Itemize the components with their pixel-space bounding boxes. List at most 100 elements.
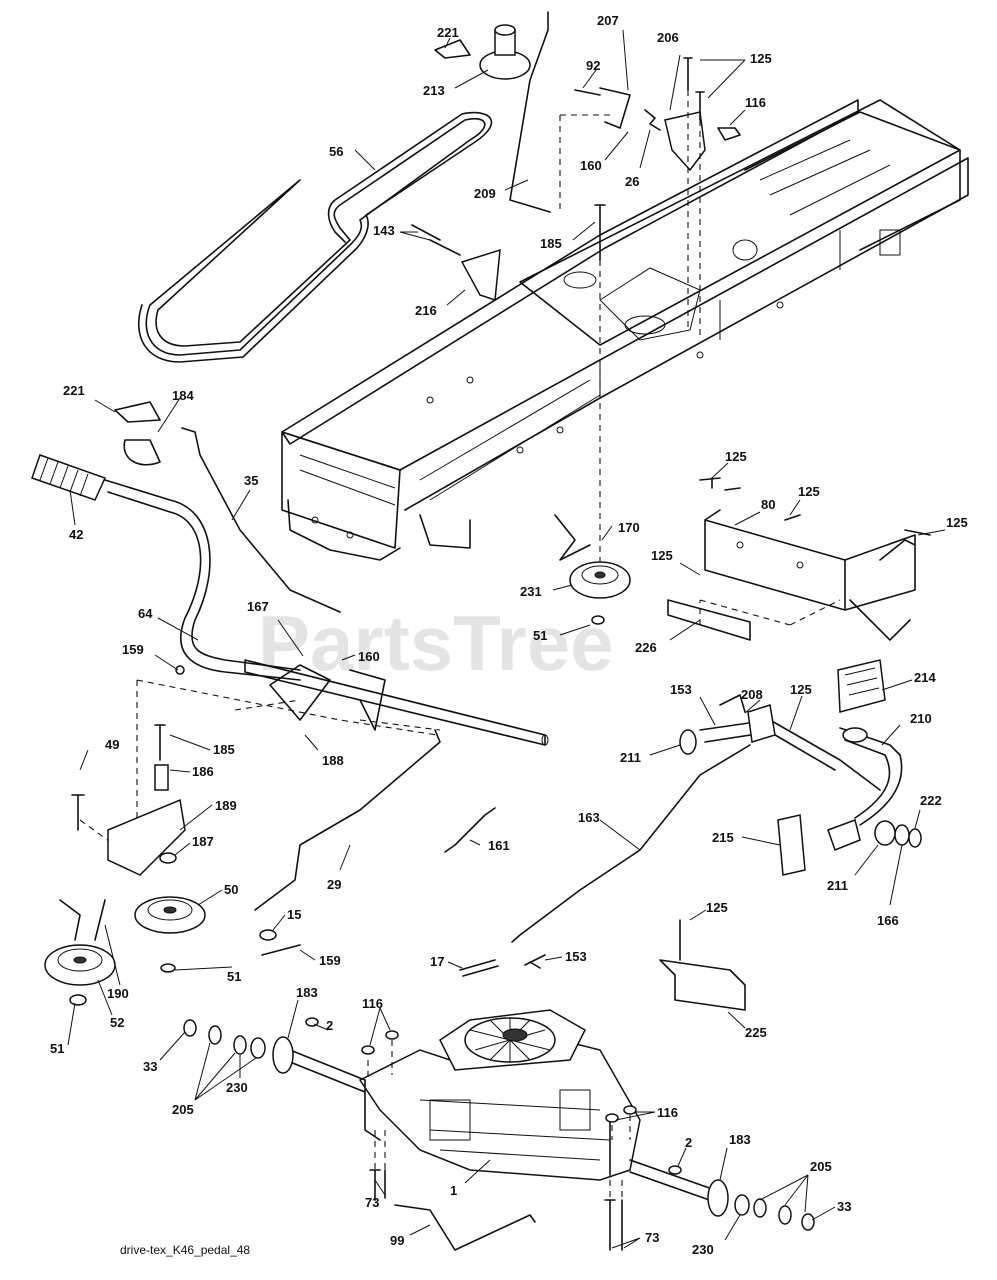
- callout-215: 215: [712, 830, 734, 845]
- callout-125: 125: [725, 449, 747, 464]
- callout-1: 1: [450, 1183, 457, 1198]
- frame-chassis: [281, 99, 969, 561]
- rod-163: [511, 744, 751, 943]
- pulley-52: [44, 944, 116, 986]
- diagram-caption: drive-tex_K46_pedal_48: [120, 1243, 250, 1257]
- pedal-pad-214: [837, 659, 886, 713]
- callout-51: 51: [533, 628, 547, 643]
- callout-208: 208: [741, 687, 763, 702]
- callout-226: 226: [635, 640, 657, 655]
- drive-belt: [137, 111, 493, 363]
- callout-231: 231: [520, 584, 542, 599]
- callout-163: 163: [578, 810, 600, 825]
- callout-189: 189: [215, 798, 237, 813]
- callout-209: 209: [474, 186, 496, 201]
- callout-73: 73: [365, 1195, 379, 1210]
- callout-214: 214: [914, 670, 936, 685]
- callout-80: 80: [761, 497, 775, 512]
- callout-216: 216: [415, 303, 437, 318]
- bracket-215: [777, 814, 806, 876]
- callout-161: 161: [488, 838, 510, 853]
- callout-211: 211: [620, 750, 641, 765]
- rod-99: [394, 1204, 536, 1251]
- lever-64: [104, 479, 301, 671]
- callout-35: 35: [244, 473, 258, 488]
- callout-205: 205: [810, 1159, 832, 1174]
- callout-99: 99: [390, 1233, 404, 1248]
- callout-42: 42: [69, 527, 83, 542]
- callout-17: 17: [430, 954, 444, 969]
- rod-209: [509, 11, 551, 213]
- callout-222: 222: [920, 793, 942, 808]
- callout-185: 185: [213, 742, 235, 757]
- callout-170: 170: [618, 520, 640, 535]
- callout-210: 210: [910, 711, 932, 726]
- nut-116: [717, 127, 741, 141]
- callout-160: 160: [358, 649, 380, 664]
- spring-26: [644, 109, 661, 131]
- callout-51: 51: [50, 1041, 64, 1056]
- callout-2: 2: [326, 1018, 333, 1033]
- bracket-226: [667, 599, 751, 641]
- callout-116: 116: [362, 996, 383, 1011]
- callout-49: 49: [105, 737, 119, 752]
- callout-125: 125: [946, 515, 968, 530]
- callout-190: 190: [107, 986, 129, 1001]
- callout-52: 52: [110, 1015, 124, 1030]
- callout-15: 15: [287, 907, 301, 922]
- callout-125: 125: [798, 484, 820, 499]
- callout-206: 206: [657, 30, 679, 45]
- callout-26: 26: [625, 174, 639, 189]
- hand-grip: [31, 454, 107, 501]
- callout-116: 116: [657, 1105, 678, 1120]
- clip-221-top: [434, 39, 471, 59]
- callout-29: 29: [327, 877, 341, 892]
- callout-221-top: 221: [437, 25, 459, 40]
- callout-153: 153: [670, 682, 692, 697]
- bracket-207: [574, 87, 631, 129]
- watermark: PartsTree: [258, 599, 614, 687]
- callout-33: 33: [143, 1059, 157, 1074]
- callout-153: 153: [565, 949, 587, 964]
- callout-125: 125: [706, 900, 728, 915]
- callout-230: 230: [692, 1242, 714, 1257]
- callout-188: 188: [322, 753, 344, 768]
- callout-230: 230: [226, 1080, 248, 1095]
- knob-213: [479, 24, 531, 80]
- callout-184: 184: [172, 388, 194, 403]
- callout-56: 56: [329, 144, 343, 159]
- bracket-189: [107, 798, 186, 876]
- callout-125: 125: [651, 548, 673, 563]
- callout-143: 143: [373, 223, 395, 238]
- pedal-210: [839, 727, 903, 826]
- leader-lines: [67, 29, 946, 1249]
- transaxle-1: [358, 1009, 641, 1181]
- callout-183: 183: [296, 985, 318, 1000]
- callout-116: 116: [745, 95, 766, 110]
- clip-184: [123, 439, 161, 466]
- bracket-80: [704, 509, 916, 641]
- callout-166: 166: [877, 913, 899, 928]
- callout-64: 64: [138, 606, 153, 621]
- callout-159: 159: [122, 642, 144, 657]
- callout-187: 187: [192, 834, 214, 849]
- callout-159: 159: [319, 953, 341, 968]
- bracket-206: [664, 111, 706, 172]
- callout-211: 211: [827, 878, 848, 893]
- callout-167: 167: [247, 599, 269, 614]
- rod-35: [181, 427, 341, 613]
- callout-50: 50: [224, 882, 238, 897]
- callout-205: 205: [172, 1102, 194, 1117]
- callout-221-left: 221: [63, 383, 85, 398]
- callout-207: 207: [597, 13, 619, 28]
- callout-125: 125: [750, 51, 772, 66]
- spring-161: [444, 807, 496, 853]
- clip-221-left: [114, 401, 161, 423]
- callout-2: 2: [685, 1135, 692, 1150]
- callout-73: 73: [645, 1230, 659, 1245]
- callout-33: 33: [837, 1199, 851, 1214]
- callout-183: 183: [729, 1132, 751, 1147]
- idler-pulley-231: [554, 514, 631, 625]
- callout-160: 160: [580, 158, 602, 173]
